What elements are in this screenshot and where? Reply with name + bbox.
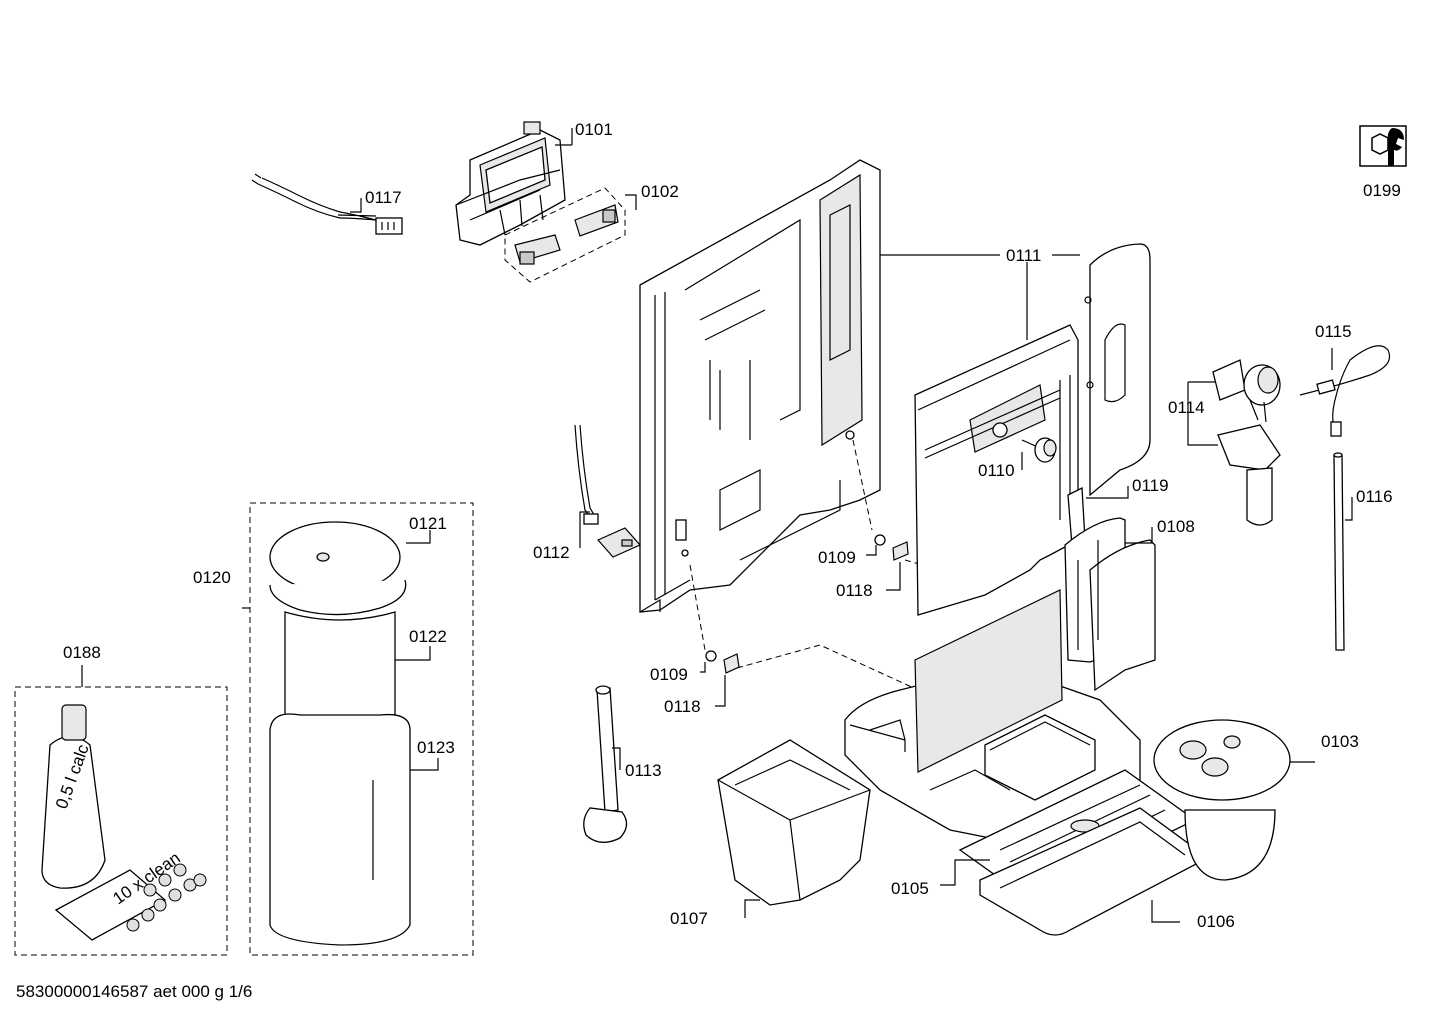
label-0107: 0107 bbox=[670, 909, 708, 928]
label-0109-lower: 0109 bbox=[650, 665, 688, 684]
part-0117-cable bbox=[251, 173, 403, 235]
part-0108-side-cover bbox=[1064, 517, 1156, 692]
part-housing-frame bbox=[639, 159, 881, 613]
part-0103-cover-disc bbox=[1153, 719, 1291, 881]
wrench-nut-icon bbox=[1359, 125, 1407, 167]
label-0199: 0199 bbox=[1363, 181, 1401, 200]
label-0102: 0102 bbox=[641, 182, 679, 201]
part-0113-brush bbox=[583, 685, 628, 843]
part-0112-sensor-board bbox=[574, 424, 641, 558]
label-0118-lower: 0118 bbox=[664, 697, 701, 716]
label-0112: 0112 bbox=[533, 543, 570, 562]
label-0116: 0116 bbox=[1356, 487, 1393, 506]
label-0120: 0120 bbox=[193, 568, 231, 587]
part-labels: 0101 0117 0102 0111 0115 0114 0110 0119 … bbox=[63, 120, 1401, 931]
part-0111-side-panel bbox=[1084, 243, 1151, 497]
label-0119: 0119 bbox=[1132, 476, 1169, 495]
label-0123: 0123 bbox=[417, 738, 455, 757]
label-0108: 0108 bbox=[1157, 517, 1195, 536]
label-0106: 0106 bbox=[1197, 912, 1235, 931]
label-0105: 0105 bbox=[891, 879, 929, 898]
label-0110: 0110 bbox=[978, 461, 1015, 480]
label-0101: 0101 bbox=[575, 120, 613, 139]
part-0111-front-panel bbox=[914, 324, 1079, 616]
label-0109-upper: 0109 bbox=[818, 548, 856, 567]
document-id: 58300000146587 aet 000 g 1/6 bbox=[16, 982, 253, 1001]
part-0101-control-module bbox=[455, 121, 566, 246]
label-0122: 0122 bbox=[409, 627, 447, 646]
part-0120-water-tank-group bbox=[249, 502, 474, 956]
label-0121: 0121 bbox=[409, 514, 447, 533]
part-0102-buttons bbox=[504, 187, 626, 283]
part-0114-valve bbox=[1212, 359, 1281, 526]
label-0118-upper: 0118 bbox=[836, 581, 873, 600]
leader-lines bbox=[81, 128, 1353, 923]
part-0116-rod bbox=[1333, 452, 1345, 651]
label-0111: 0111 bbox=[1006, 246, 1041, 265]
label-0113: 0113 bbox=[625, 761, 662, 780]
part-0188-care-kit: 0,5 l calc 10 x clean bbox=[14, 686, 228, 956]
part-0109-0118-lower bbox=[689, 564, 941, 701]
label-0114: 0114 bbox=[1168, 398, 1205, 417]
label-0117: 0117 bbox=[365, 188, 402, 207]
part-0107-container bbox=[717, 739, 871, 906]
label-0188: 0188 bbox=[63, 643, 101, 662]
part-base-tray bbox=[844, 589, 1141, 841]
part-0110-knob bbox=[1021, 437, 1057, 463]
label-0103: 0103 bbox=[1321, 732, 1359, 751]
label-0115: 0115 bbox=[1315, 322, 1352, 341]
part-0115-hose bbox=[1299, 345, 1391, 437]
